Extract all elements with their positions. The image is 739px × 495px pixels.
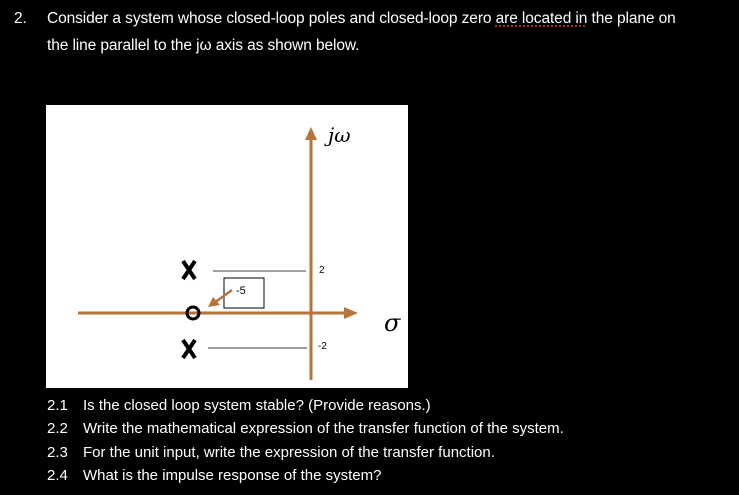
question-text: What is the impulse response of the syst… — [83, 467, 382, 484]
tick-label-lower: -2 — [318, 341, 327, 352]
pole-marker-upper-icon — [181, 259, 197, 281]
question-2-1: 2.1 Is the closed loop system stable? (P… — [47, 397, 431, 414]
problem-statement-line-2: the line parallel to the jω axis as show… — [47, 37, 359, 55]
imaginary-axis-label: jω — [328, 123, 351, 147]
question-2-2: 2.2 Write the mathematical expression of… — [47, 420, 564, 437]
zero-marker-icon — [185, 305, 201, 321]
question-number: 2.4 — [47, 467, 68, 484]
imaginary-axis-arrowhead-icon — [305, 127, 317, 140]
pole-zero-diagram: jω σ 2 -2 -5 — [46, 105, 408, 388]
question-number: 2.2 — [47, 420, 68, 437]
question-number: 2.3 — [47, 444, 68, 461]
problem-text-line-2: the line parallel to the jω axis as show… — [47, 37, 360, 54]
problem-text-line-1: Consider a system whose closed-loop pole… — [47, 10, 676, 27]
question-2-3: 2.3 For the unit input, write the expres… — [47, 444, 495, 461]
problem-number: 2. — [14, 10, 27, 27]
callout-arrowhead-icon — [208, 297, 220, 307]
pole-marker-lower-icon — [181, 338, 197, 360]
question-text: Is the closed loop system stable? (Provi… — [83, 397, 431, 414]
question-text: For the unit input, write the expression… — [83, 444, 495, 461]
tick-label-upper: 2 — [319, 265, 325, 276]
question-2-4: 2.4 What is the impulse response of the … — [47, 467, 381, 484]
real-axis-label: σ — [384, 309, 401, 337]
question-text: Write the mathematical expression of the… — [83, 420, 564, 437]
zero-callout-label: -5 — [236, 285, 246, 297]
real-axis-arrowhead-icon — [344, 307, 358, 319]
question-number: 2.1 — [47, 397, 68, 414]
grammar-flagged-text: are located in — [495, 10, 588, 27]
zero-callout-arrow — [213, 288, 233, 305]
zero-callout-box — [223, 277, 265, 309]
